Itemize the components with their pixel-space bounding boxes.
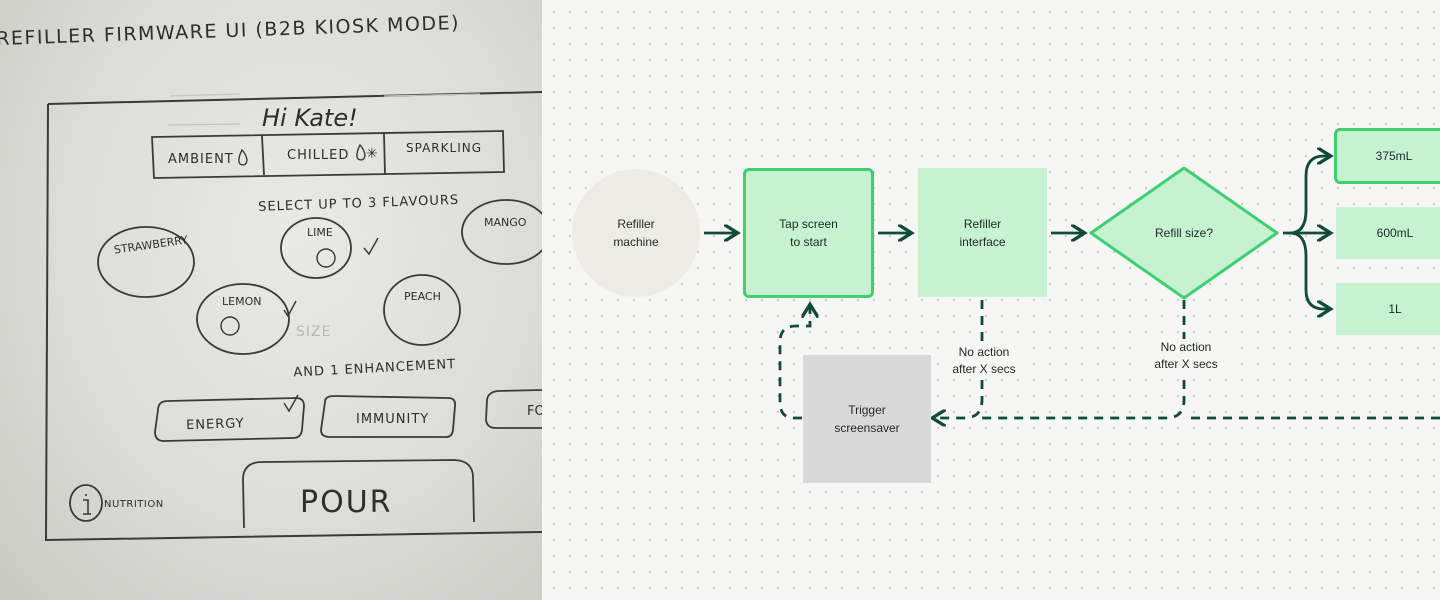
check-icon	[283, 300, 297, 318]
arrow-to-375	[1289, 156, 1329, 235]
sketch-flavour-strawberry: STRAWBERRY	[97, 226, 195, 298]
node-refiller-interface-label: Refiller interface	[959, 216, 1006, 249]
node-size-600[interactable]: 600mL	[1336, 207, 1440, 259]
svg-text:PEACH: PEACH	[404, 290, 441, 303]
node-tap-screen[interactable]: Tap screen to start	[743, 168, 874, 298]
sketch-flavour-prompt: SELECT UP TO 3 FLAVOURS	[258, 193, 459, 215]
droplet-icon	[356, 143, 366, 161]
node-size-1l-label: 1L	[1388, 302, 1402, 316]
sketch-enhancement-energy: ENERGY	[154, 394, 305, 442]
node-refill-size-label: Refill size?	[1154, 226, 1214, 240]
dashed-interface-to-screensaver	[934, 300, 984, 418]
svg-text:LEMON: LEMON	[222, 295, 261, 308]
sketch-greeting: Hi Kate!	[262, 104, 358, 132]
check-icon	[363, 237, 379, 256]
node-refiller-machine-label: Refiller machine	[613, 217, 659, 249]
svg-text:MANGO: MANGO	[484, 216, 527, 229]
dashed-decision-to-screensaver	[982, 300, 1186, 420]
svg-text:IMMUNITY: IMMUNITY	[356, 412, 429, 427]
sketch-title: REFILLER FIRMWARE UI (B2B KIOSK MODE)	[0, 12, 460, 50]
label-decision-timeout: No action after X secs	[1145, 339, 1227, 373]
sketch-temp-chilled: CHILLED	[287, 148, 349, 163]
node-refiller-interface[interactable]: Refiller interface	[918, 168, 1047, 297]
node-size-375[interactable]: 375mL	[1334, 128, 1440, 184]
sketch-flavour-lemon: LEMON	[196, 283, 297, 355]
svg-text:ENERGY: ENERGY	[186, 416, 245, 433]
sketch-ghost-size: SIZE	[296, 324, 331, 340]
svg-text:LIME: LIME	[307, 226, 333, 239]
sketch-erased-marks	[167, 93, 481, 126]
sketch-flavour-mango: MANGO	[461, 199, 542, 265]
sketch-pour-button: POUR	[242, 459, 475, 529]
lime-slice-icon	[316, 248, 336, 268]
sketch-temp-sparkling: SPARKLING	[406, 141, 482, 155]
flow-canvas[interactable]: Refiller machine Tap screen to start Ref…	[542, 0, 1440, 600]
info-icon	[69, 484, 103, 522]
arrow-to-1l	[1289, 231, 1329, 309]
sketch-temperature-selector: AMBIENT CHILLED SPARKLING ✳	[151, 130, 505, 179]
svg-text:STRAWBERRY: STRAWBERRY	[113, 233, 189, 256]
check-icon	[283, 394, 299, 413]
lemon-slice-icon	[220, 316, 240, 336]
sketch-photo: REFILLER FIRMWARE UI (B2B KIOSK MODE) Hi…	[0, 0, 542, 600]
label-interface-timeout: No action after X secs	[943, 344, 1025, 378]
sketch-temp-ambient: AMBIENT	[168, 152, 234, 167]
snowflake-icon: ✳	[366, 146, 378, 162]
node-size-1l[interactable]: 1L	[1336, 283, 1440, 335]
sketch-nutrition: NUTRITION	[69, 484, 164, 522]
sketch-enhancement-partial: FO	[485, 389, 542, 429]
flow-connectors	[704, 0, 1440, 600]
sketch-drawing: REFILLER FIRMWARE UI (B2B KIOSK MODE) Hi…	[0, 12, 542, 542]
decision-diamond-shape	[1089, 166, 1279, 300]
svg-text:NUTRITION: NUTRITION	[104, 499, 164, 510]
svg-text:FO: FO	[527, 404, 542, 419]
sketch-flavour-lime: LIME	[280, 217, 379, 279]
svg-text:POUR: POUR	[300, 485, 393, 520]
node-size-600-label: 600mL	[1376, 226, 1414, 240]
sketch-flavour-peach: PEACH	[383, 274, 461, 346]
node-refiller-machine[interactable]: Refiller machine	[572, 169, 700, 297]
node-size-375-label: 375mL	[1375, 149, 1413, 163]
node-trigger-screensaver[interactable]: Trigger screensaver	[803, 355, 931, 483]
dashed-screensaver-to-tap	[778, 306, 810, 420]
droplet-icon	[238, 148, 248, 166]
node-tap-screen-label: Tap screen to start	[779, 217, 838, 249]
node-trigger-screensaver-label: Trigger screensaver	[834, 403, 900, 435]
sketch-enhancement-immunity: IMMUNITY	[320, 395, 457, 439]
sketch-enhancement-prompt: AND 1 ENHANCEMENT	[293, 357, 456, 381]
node-refill-size-decision[interactable]: Refill size?	[1088, 165, 1280, 301]
